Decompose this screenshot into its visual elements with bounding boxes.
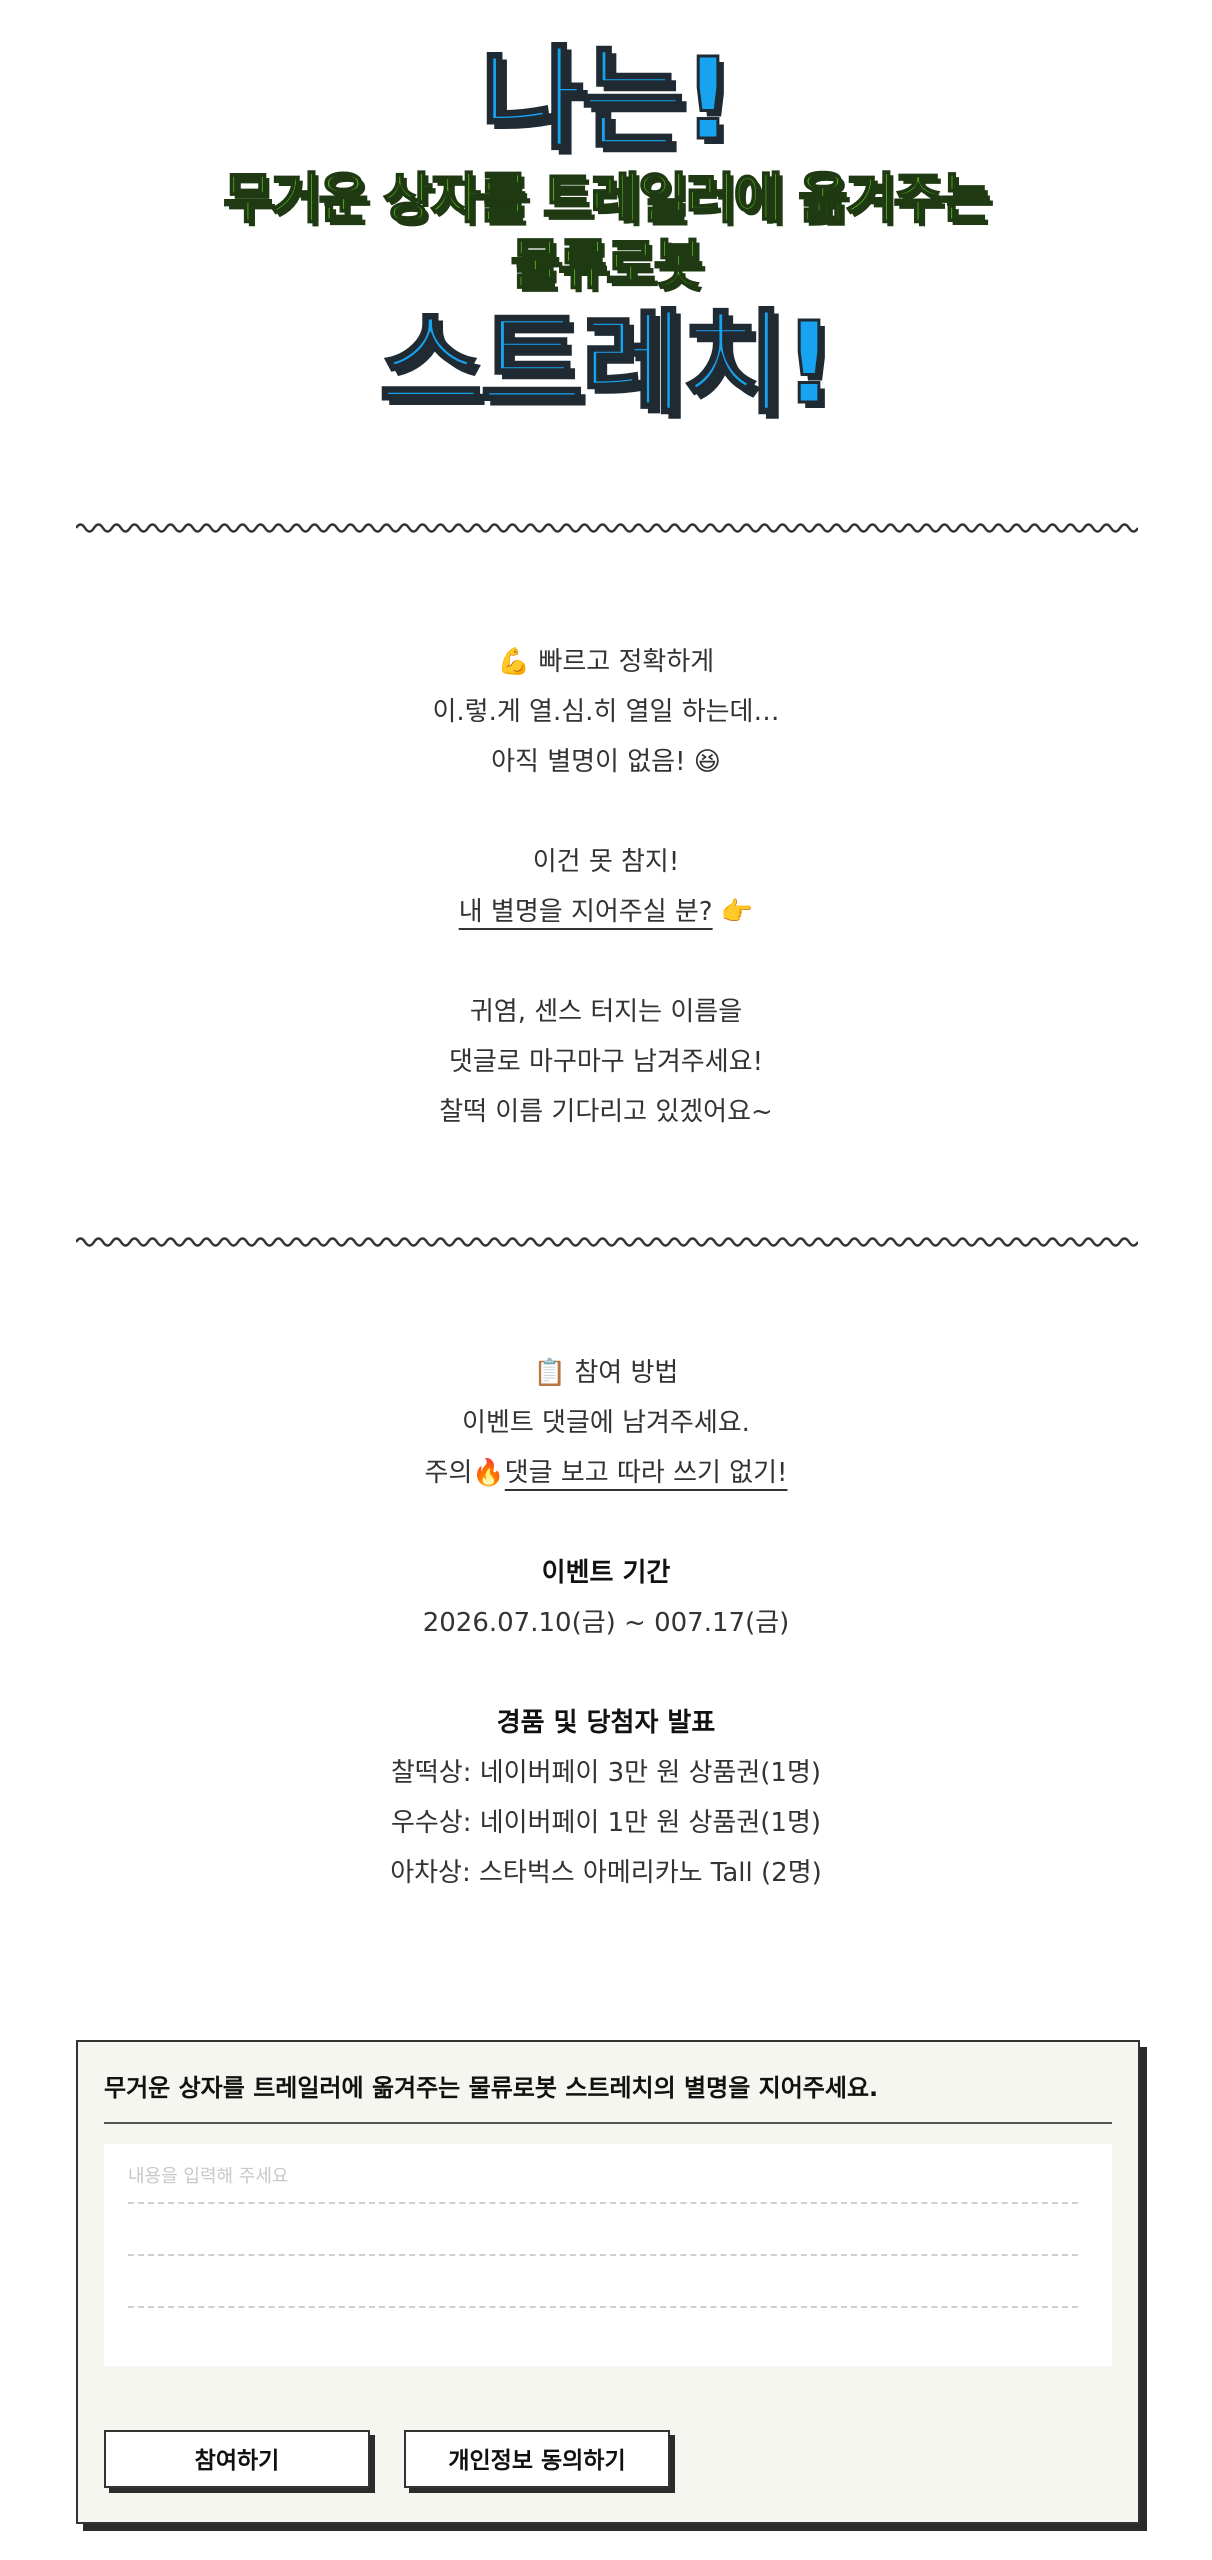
pointing-hand-icon: 👉	[720, 897, 754, 927]
form-divider	[104, 2122, 1112, 2124]
dashed-line	[128, 2306, 1078, 2308]
wavy-divider-bottom	[76, 1237, 1138, 1247]
prize-item: 우수상: 네이버페이 1만 원 상품권(1명)	[390, 1808, 822, 1838]
intro-line-2: 이.렇.게 열.심.히 열일 하는데…	[432, 697, 780, 727]
comment-textarea[interactable]: 내용을 입력해 주세요	[104, 2144, 1112, 2366]
form-title: 무거운 상자를 트레일러에 옮겨주는 물류로봇 스트레치의 별명을 지어주세요.	[104, 2074, 879, 2102]
period-dates: 2026.07.10(금) ~ 007.17(금)	[422, 1608, 790, 1638]
wavy-divider-top	[76, 523, 1138, 533]
prize-item: 아차상: 스타벅스 아메리카노 Tall (2명)	[390, 1858, 822, 1888]
comment-placeholder: 내용을 입력해 주세요	[128, 2166, 289, 2187]
grinning-face-icon: 😆	[693, 747, 721, 777]
intro-line-6: 귀염, 센스 터지는 이름을	[469, 997, 743, 1027]
intro-section: 💪 빠르고 정확하게 이.렇.게 열.심.히 열일 하는데… 아직 별명이 없음…	[0, 637, 1212, 1137]
intro-line-3: 아직 별명이 없음! 😆	[491, 747, 721, 777]
intro-line-4: 이건 못 참지!	[532, 847, 680, 877]
clipboard-icon: 📋	[533, 1358, 567, 1388]
fire-icon: 🔥	[472, 1458, 505, 1488]
how-heading: 📋 참여 방법	[533, 1358, 679, 1388]
comment-form-card: 무거운 상자를 트레일러에 옮겨주는 물류로봇 스트레치의 별명을 지어주세요.…	[76, 2040, 1140, 2524]
how-warning: 주의🔥댓글 보고 따라 쓰기 없기!	[424, 1458, 788, 1488]
hero-title: 나는! 무거운 상자를 트레일러에 옮겨주는 물류로봇 스트레치!	[0, 35, 1212, 430]
submit-button[interactable]: 참여하기	[104, 2430, 370, 2488]
hero-line-3: 물류로봇	[510, 232, 705, 297]
prizes-title: 경품 및 당첨자 발표	[496, 1708, 716, 1738]
intro-line-5: 내 별명을 지어주실 분? 👉	[458, 897, 754, 927]
intro-line-1: 💪 빠르고 정확하게	[497, 647, 715, 677]
how-line-1: 이벤트 댓글에 남겨주세요.	[462, 1408, 750, 1438]
hero-line-1: 나는!	[479, 35, 735, 165]
privacy-consent-button[interactable]: 개인정보 동의하기	[404, 2430, 670, 2488]
flexed-biceps-icon: 💪	[497, 647, 531, 677]
hero-line-2: 무거운 상자를 트레일러에 옮겨주는	[222, 166, 992, 231]
dashed-line	[128, 2202, 1078, 2204]
dashed-line	[128, 2254, 1078, 2256]
hero-line-4: 스트레치!	[378, 299, 836, 430]
period-title: 이벤트 기간	[541, 1558, 671, 1588]
intro-line-7: 댓글로 마구마구 남겨주세요!	[449, 1047, 763, 1077]
intro-line-8: 찰떡 이름 기다리고 있겠어요~	[439, 1097, 773, 1127]
event-info-section: 📋 참여 방법 이벤트 댓글에 남겨주세요. 주의🔥댓글 보고 따라 쓰기 없기…	[0, 1348, 1212, 1898]
prize-item: 찰떡상: 네이버페이 3만 원 상품권(1명)	[390, 1758, 822, 1788]
